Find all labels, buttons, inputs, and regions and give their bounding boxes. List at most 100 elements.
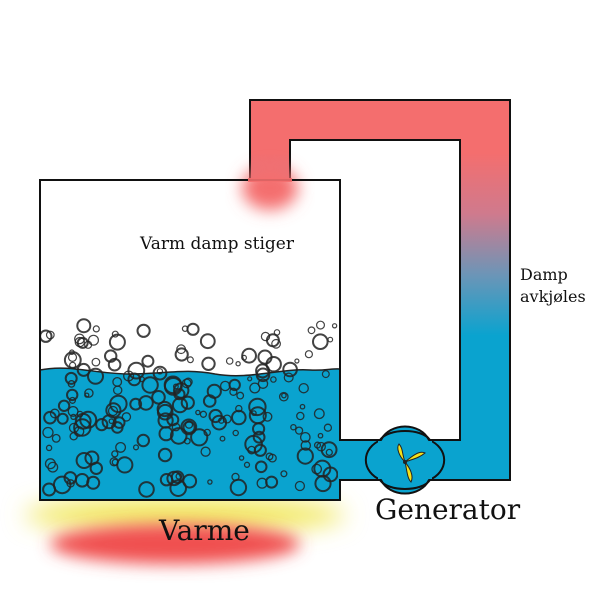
- steam-bubble: [320, 441, 338, 459]
- steam-bubble: [300, 440, 312, 451]
- steam-bubble: [157, 447, 173, 463]
- steam-bubble: [141, 376, 159, 394]
- steam-bubble: [241, 354, 248, 361]
- boiler-outline: [39, 179, 341, 501]
- steam-bubble: [108, 418, 115, 425]
- steam-bubble: [327, 336, 334, 343]
- steam-bubble: [64, 371, 78, 385]
- boiler-tank: [39, 180, 341, 501]
- steam-bubble: [255, 367, 271, 383]
- steam-bubble: [45, 444, 53, 452]
- steam-bubble: [199, 333, 216, 350]
- steam-bubble: [66, 388, 79, 402]
- steam-bubble: [219, 380, 231, 392]
- steam-bubble: [76, 410, 84, 418]
- steam-bubble: [86, 475, 101, 490]
- steam-bubble: [252, 422, 266, 436]
- steam-bubble: [201, 356, 216, 371]
- steam-bubble: [138, 395, 154, 411]
- steam-cools-label-line2: avkjøles: [520, 287, 586, 306]
- steam-bubble: [79, 410, 98, 429]
- steam-bubble: [273, 329, 281, 336]
- steam-bubble: [190, 428, 209, 447]
- steam-bubble: [181, 378, 192, 389]
- steam-bubble: [68, 361, 77, 369]
- steam-bubble: [159, 473, 174, 487]
- steam-bubble: [243, 461, 251, 468]
- steam-cools-label-line1: Damp: [520, 265, 568, 284]
- steam-bubble: [186, 356, 194, 364]
- steam-bubble: [56, 412, 69, 425]
- steam-bubble: [236, 391, 245, 400]
- steam-bubble: [111, 450, 119, 458]
- steam-bubble: [262, 411, 273, 422]
- steam-bubble: [111, 330, 119, 338]
- steam-bubble: [199, 410, 208, 418]
- steam-bubble: [127, 372, 142, 387]
- steam-bubble: [325, 448, 333, 457]
- steam-bubble: [281, 392, 287, 399]
- steam-bubble: [112, 416, 126, 429]
- steam-bubble: [138, 481, 155, 498]
- heat-label: Varme: [158, 514, 250, 547]
- steam-bubble: [304, 350, 313, 359]
- steam-bubble: [174, 347, 189, 362]
- steam-bubble: [207, 479, 213, 485]
- steam-bubble: [169, 479, 187, 498]
- steam-bubble: [225, 357, 234, 365]
- steam-bubble: [313, 441, 322, 449]
- steam-bubble: [42, 426, 54, 439]
- steam-bubble: [157, 412, 174, 429]
- steam-bubble: [294, 426, 304, 435]
- steam-bubble: [152, 365, 168, 381]
- turbine-blades-icon: [397, 443, 426, 483]
- steam-bubble: [173, 388, 186, 401]
- steam-bubble: [256, 477, 268, 489]
- steam-bubble: [251, 410, 257, 416]
- steam-bubble: [180, 395, 195, 410]
- steam-bubble: [156, 403, 174, 421]
- steam-bubble: [89, 461, 104, 475]
- steam-bubble: [172, 383, 179, 390]
- steam-bubble: [280, 470, 288, 478]
- steam-bubble: [283, 372, 294, 383]
- steam-bubble: [229, 387, 238, 396]
- steam-bubble: [171, 397, 189, 414]
- steam-bubble: [299, 431, 311, 443]
- steam-bubble: [67, 405, 79, 417]
- steam-bubble: [91, 357, 101, 367]
- steam-bubble: [252, 430, 266, 444]
- steam-bubble: [265, 475, 279, 489]
- steam-bubble: [282, 361, 298, 378]
- steam-bubble: [195, 409, 201, 416]
- steam-bubble: [109, 457, 119, 467]
- steam-bubble: [95, 418, 109, 432]
- steam-bubble: [151, 390, 166, 405]
- steam-bubble: [109, 394, 128, 414]
- steam-bubble: [265, 333, 280, 348]
- steam-bubble: [69, 432, 78, 441]
- steam-bubble: [57, 399, 71, 412]
- steam-bubble: [307, 326, 316, 335]
- steam-bubble: [129, 397, 143, 411]
- steam-bubble: [84, 388, 94, 398]
- steam-bubble: [121, 412, 132, 422]
- steam-bubble: [104, 349, 118, 363]
- steam-bubble: [183, 377, 193, 387]
- steam-bubble: [181, 325, 189, 333]
- steam-bubble: [67, 352, 78, 362]
- steam-bubble: [323, 423, 333, 432]
- steam-bubble: [265, 452, 274, 461]
- steam-bubble: [43, 410, 57, 425]
- steam-bubble: [51, 433, 61, 443]
- steam-bubble: [108, 333, 126, 351]
- steam-bubble: [76, 362, 91, 377]
- steam-bubble: [296, 447, 314, 465]
- steam-bubble: [296, 411, 305, 421]
- steam-bubble: [321, 370, 330, 379]
- steam-bubble: [249, 382, 261, 394]
- steam-inlet-glow: [242, 166, 298, 210]
- steam-bubble: [316, 441, 326, 452]
- steam-bubble: [92, 325, 100, 333]
- steam-bubble: [257, 378, 269, 389]
